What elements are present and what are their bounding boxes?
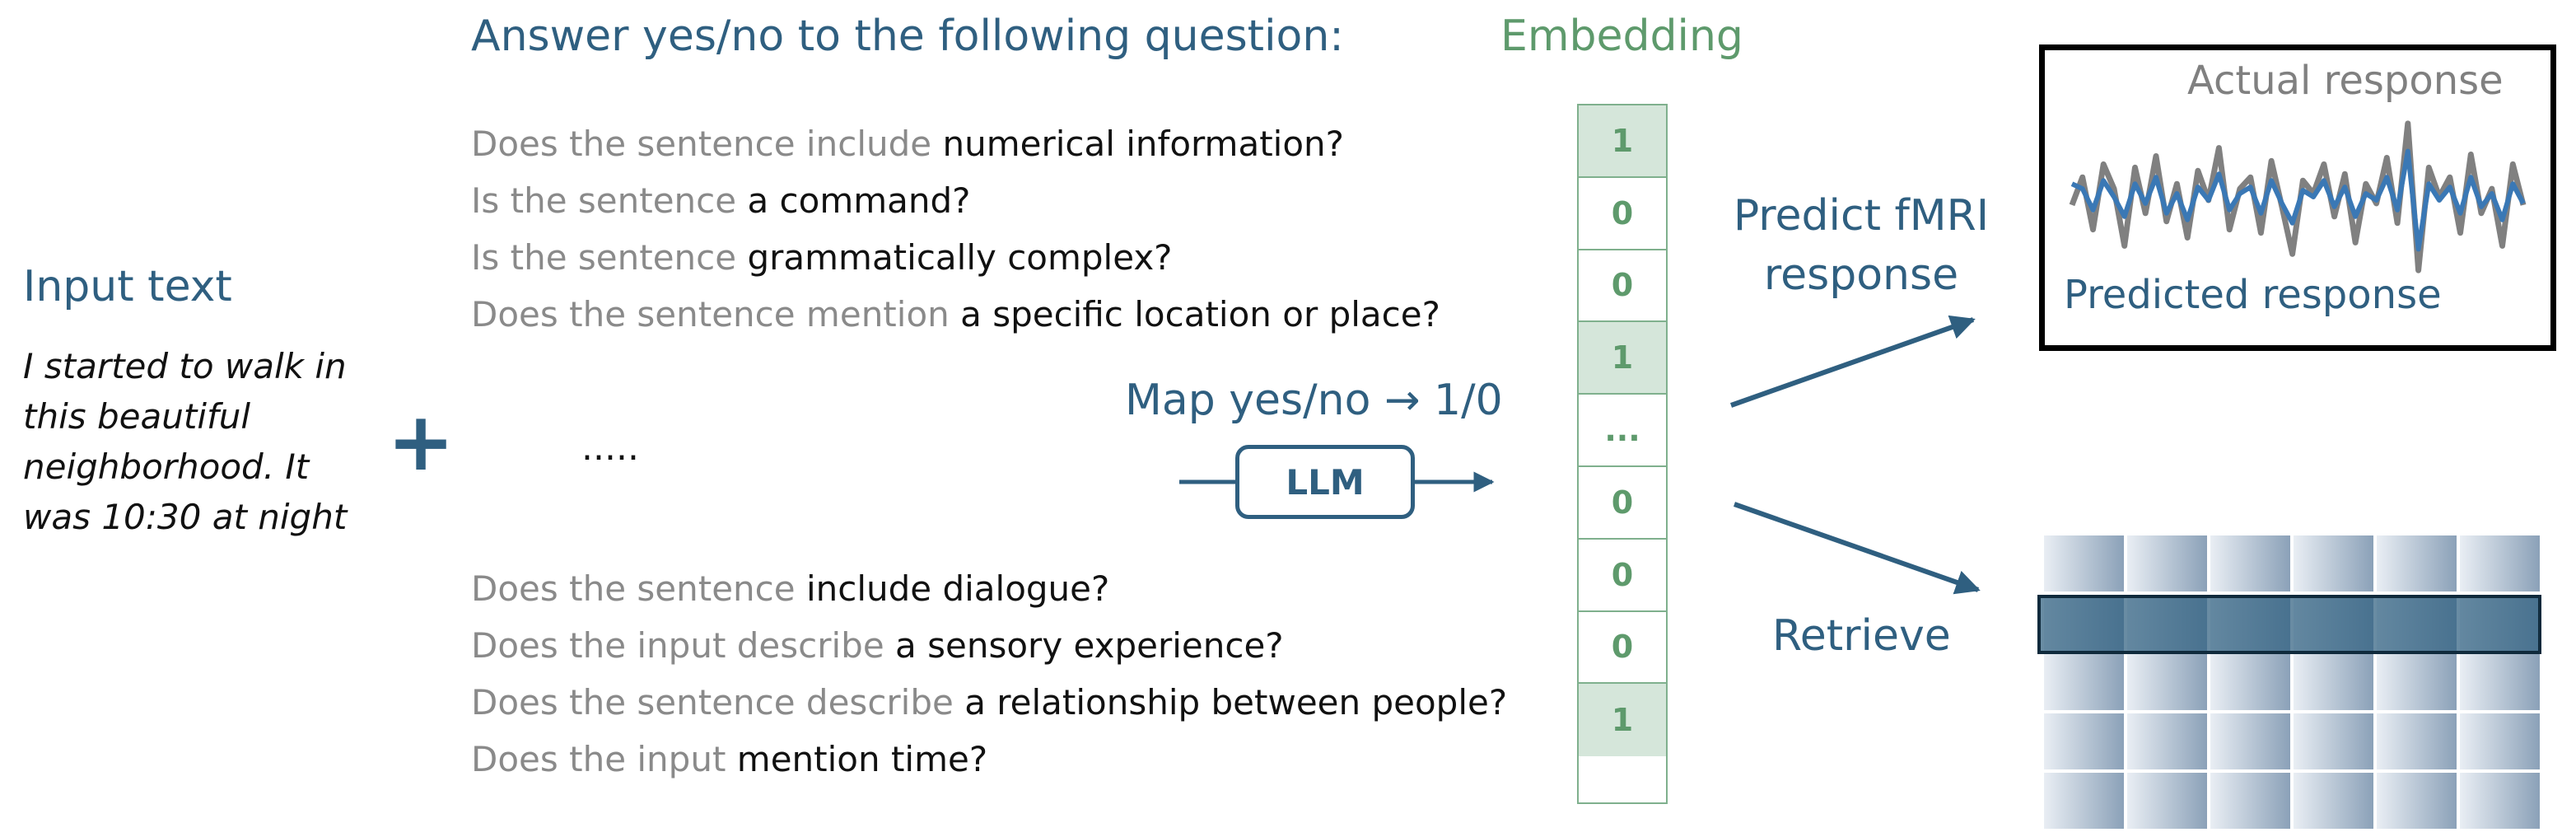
predicted-response-label: Predicted response [2064, 272, 2442, 318]
embedding-cell: 0 [1579, 612, 1666, 685]
input-text-body: I started to walk in this beautiful neig… [23, 341, 385, 542]
question-item: Does the input mention time? [471, 731, 1507, 788]
questions-top: Does the sentence include numerical info… [471, 115, 1440, 343]
question-prefix: Does the sentence mention [471, 294, 961, 334]
question-item: Does the input describe a sensory experi… [471, 617, 1507, 674]
embedding-heading: Embedding [1500, 12, 1743, 61]
questions-ellipsis: ..... [581, 427, 639, 469]
embedding-cell: 0 [1579, 178, 1666, 250]
embedding-vector: 1 0 0 1 ... 0 0 0 1 [1577, 104, 1668, 804]
predict-label: Predict fMRI response [1713, 186, 2009, 305]
questions-bottom: Does the sentence include dialogue? Does… [471, 560, 1507, 788]
input-text-line: this beautiful [23, 396, 251, 437]
question-item: Does the sentence describe a relationshi… [471, 674, 1507, 731]
question-prefix: Does the sentence describe [471, 682, 965, 722]
question-item: Does the sentence include numerical info… [471, 115, 1440, 172]
map-label: Map yes/no → 1/0 [1125, 376, 1503, 425]
predict-arrow [1729, 315, 1976, 408]
actual-response-label: Actual response [2187, 58, 2504, 104]
question-focus: a specific location or place? [960, 294, 1440, 334]
predict-label-line: Predict fMRI [1733, 191, 1990, 241]
embedding-cell: 0 [1579, 250, 1666, 323]
database-cell [2294, 773, 2373, 829]
retrieve-label: Retrieve [1772, 611, 1951, 661]
database-cell [2460, 654, 2540, 710]
question-item: Does the sentence mention a specific loc… [471, 286, 1440, 343]
database-cell [2377, 654, 2457, 710]
llm-box: LLM [1235, 445, 1415, 519]
input-text-line: neighborhood. It [23, 447, 310, 487]
question-prefix: Is the sentence [471, 237, 748, 278]
question-focus: numerical information? [942, 124, 1344, 164]
database-cell [2210, 773, 2290, 829]
database-cell [2294, 654, 2373, 710]
retrieve-arrow [1734, 502, 1981, 595]
question-item: Is the sentence a command? [471, 172, 1440, 229]
question-prefix: Is the sentence [471, 180, 748, 221]
question-prefix: Does the sentence [471, 568, 806, 609]
database-cell [2210, 654, 2290, 710]
question-item: Does the sentence include dialogue? [471, 560, 1507, 617]
database-cell [2294, 713, 2373, 769]
question-focus: include dialogue? [805, 568, 1110, 609]
question-focus: a relationship between people? [964, 682, 1508, 722]
question-prefix: Does the sentence include [471, 124, 943, 164]
question-focus: grammatically complex? [747, 237, 1173, 278]
predict-label-line: response [1763, 250, 1959, 300]
database-cell [2044, 654, 2124, 710]
input-text-line: was 10:30 at night [23, 497, 348, 537]
database-cell [2294, 535, 2373, 592]
embedding-cell: 1 [1579, 684, 1666, 757]
plus-icon: + [387, 395, 455, 489]
database-cell [2127, 535, 2207, 592]
question-focus: a command? [747, 180, 971, 221]
database-cell [2044, 773, 2124, 829]
database-cell [2210, 535, 2290, 592]
prompt-heading: Answer yes/no to the following question: [471, 12, 1344, 61]
llm-label: LLM [1286, 461, 1365, 503]
embedding-cell: ... [1579, 395, 1666, 467]
database-cell [2460, 713, 2540, 769]
question-item: Is the sentence grammatically complex? [471, 229, 1440, 286]
predicted-response-line [2070, 148, 2526, 252]
database-cell [2377, 713, 2457, 769]
retrieval-database [2044, 535, 2540, 829]
database-cell [2044, 535, 2124, 592]
database-cell [2460, 773, 2540, 829]
embedding-cell: 1 [1579, 105, 1666, 178]
database-cell [2377, 535, 2457, 592]
embedding-cell: 1 [1579, 322, 1666, 395]
database-cell [2377, 773, 2457, 829]
input-text-line: I started to walk in [23, 346, 347, 386]
database-cell [2127, 654, 2207, 710]
database-cell [2127, 713, 2207, 769]
question-focus: a sensory experience? [895, 625, 1284, 666]
database-cell [2210, 713, 2290, 769]
embedding-cell: 0 [1579, 540, 1666, 612]
embedding-cell: 0 [1579, 467, 1666, 540]
question-prefix: Does the input [471, 739, 737, 779]
database-cell [2460, 535, 2540, 592]
database-cell [2044, 713, 2124, 769]
retrieved-row-highlight [2037, 595, 2541, 654]
question-focus: mention time? [736, 739, 988, 779]
question-prefix: Does the input describe [471, 625, 896, 666]
database-cell [2127, 773, 2207, 829]
input-text-heading: Input text [23, 262, 232, 311]
